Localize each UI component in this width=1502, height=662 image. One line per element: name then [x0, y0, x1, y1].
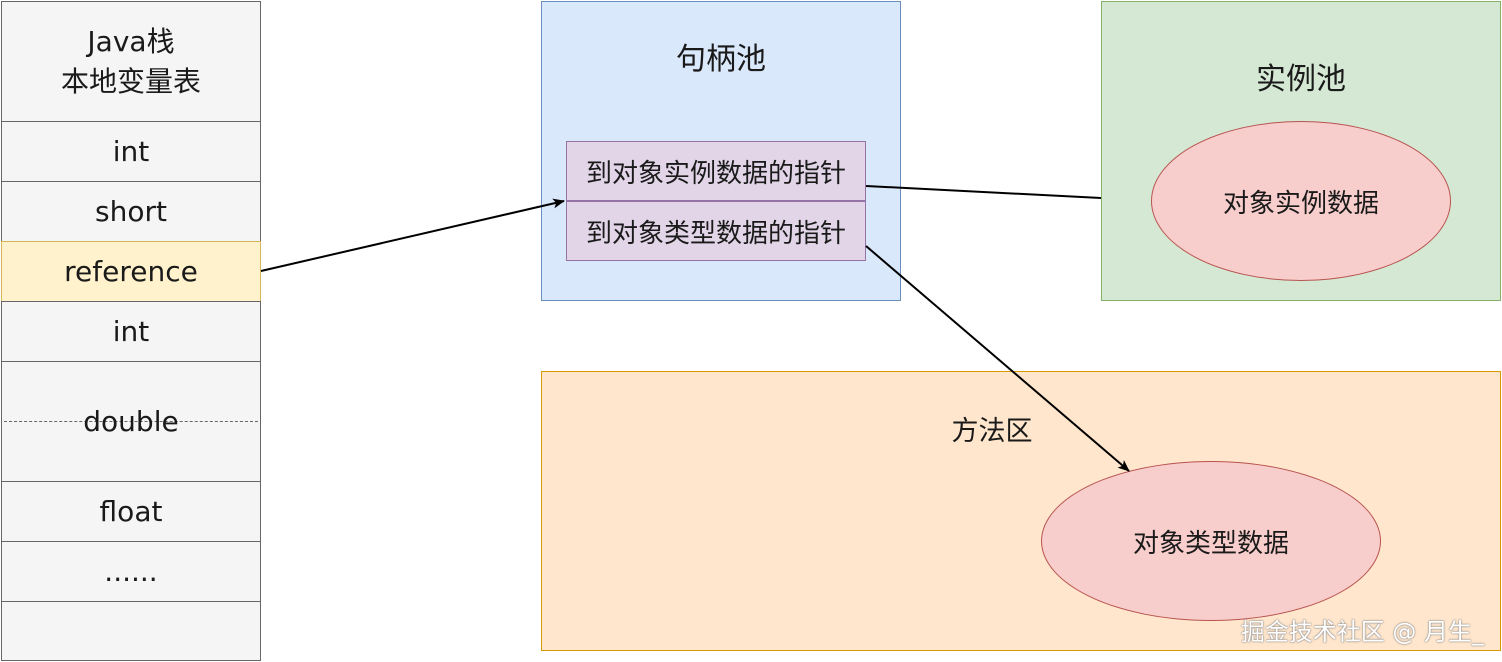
pointer-label: 到对象实例数据的指针: [585, 158, 846, 189]
stack-cell-int-2: int: [1, 301, 261, 362]
stack-header: Java栈 本地变量表: [1, 1, 261, 122]
stack-cell-label: float: [99, 495, 163, 528]
stack-cell-empty: [1, 601, 261, 661]
instance-pointer-line: [865, 185, 1102, 199]
stack-cell-ellipsis: ......: [1, 541, 261, 602]
stack-cell-label: int: [112, 315, 150, 348]
stack-cell-double: double: [1, 361, 261, 482]
stack-subtitle: 本地变量表: [60, 64, 201, 98]
pointer-label: 到对象类型数据的指针: [585, 218, 846, 249]
stack-cell-float: float: [1, 481, 261, 542]
ellipse-label: 对象类型数据: [1132, 528, 1289, 559]
stack-cell-label: double: [83, 405, 179, 438]
object-instance-data-ellipse: 对象实例数据: [1151, 121, 1451, 281]
stack-cell-label: short: [95, 195, 167, 228]
object-type-data-ellipse: 对象类型数据: [1041, 461, 1381, 621]
stack-cell-label: ......: [104, 555, 158, 588]
instance-pool-title: 实例池: [1256, 62, 1346, 97]
type-pointer-arrow: [865, 245, 1130, 472]
stack-cell-label: reference: [64, 255, 198, 288]
stack-cell-int: int: [1, 121, 261, 182]
stack-cell-short: short: [1, 181, 261, 242]
stack-cell-label: int: [112, 135, 150, 168]
watermark: 掘金技术社区 @ 月生_: [1240, 618, 1484, 646]
ellipse-label: 对象实例数据: [1222, 188, 1379, 219]
slot-divider: [4, 421, 258, 422]
pointer-to-type-data: 到对象类型数据的指针: [566, 201, 866, 261]
method-area-title: 方法区: [951, 415, 1033, 447]
reference-arrow: [260, 198, 565, 272]
stack-title: Java栈: [87, 24, 175, 58]
pointer-to-instance-data: 到对象实例数据的指针: [566, 141, 866, 201]
handle-pool-title: 句柄池: [676, 42, 766, 77]
